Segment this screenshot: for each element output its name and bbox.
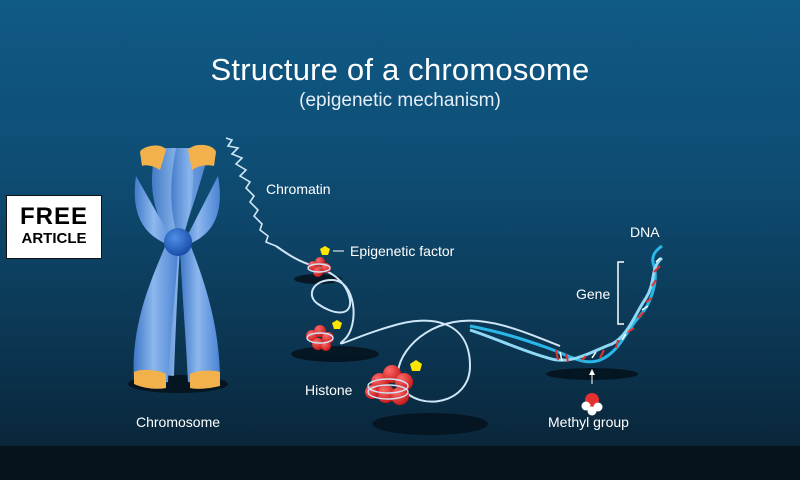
label-dna: DNA [630, 224, 660, 240]
diagram-subtitle: (epigenetic mechanism) [299, 90, 501, 111]
badge-line1: FREE [19, 203, 88, 230]
dna-fibre [275, 245, 561, 403]
label-gene: Gene [576, 286, 611, 302]
badge-line2: ARTICLE [21, 230, 87, 247]
histone-wraps [306, 263, 409, 400]
chromosome-graphic [133, 144, 220, 389]
free-article-badge[interactable]: FREE ARTICLE [6, 195, 102, 259]
chromatin-coil [225, 137, 277, 247]
diagram-title: Structure of a chromosome [210, 52, 590, 87]
label-chromosome: Chromosome [136, 414, 221, 430]
epigenetic-factor-markers [320, 246, 422, 371]
methyl-group-icon [581, 369, 603, 416]
dna-helix [469, 244, 664, 364]
footer-bar [0, 446, 800, 480]
label-methyl-group: Methyl group [548, 414, 629, 430]
label-epigenetic-factor: Epigenetic factor [350, 243, 455, 259]
label-chromatin: Chromatin [266, 181, 331, 197]
label-histone: Histone [305, 382, 353, 398]
gene-bracket [617, 261, 624, 325]
